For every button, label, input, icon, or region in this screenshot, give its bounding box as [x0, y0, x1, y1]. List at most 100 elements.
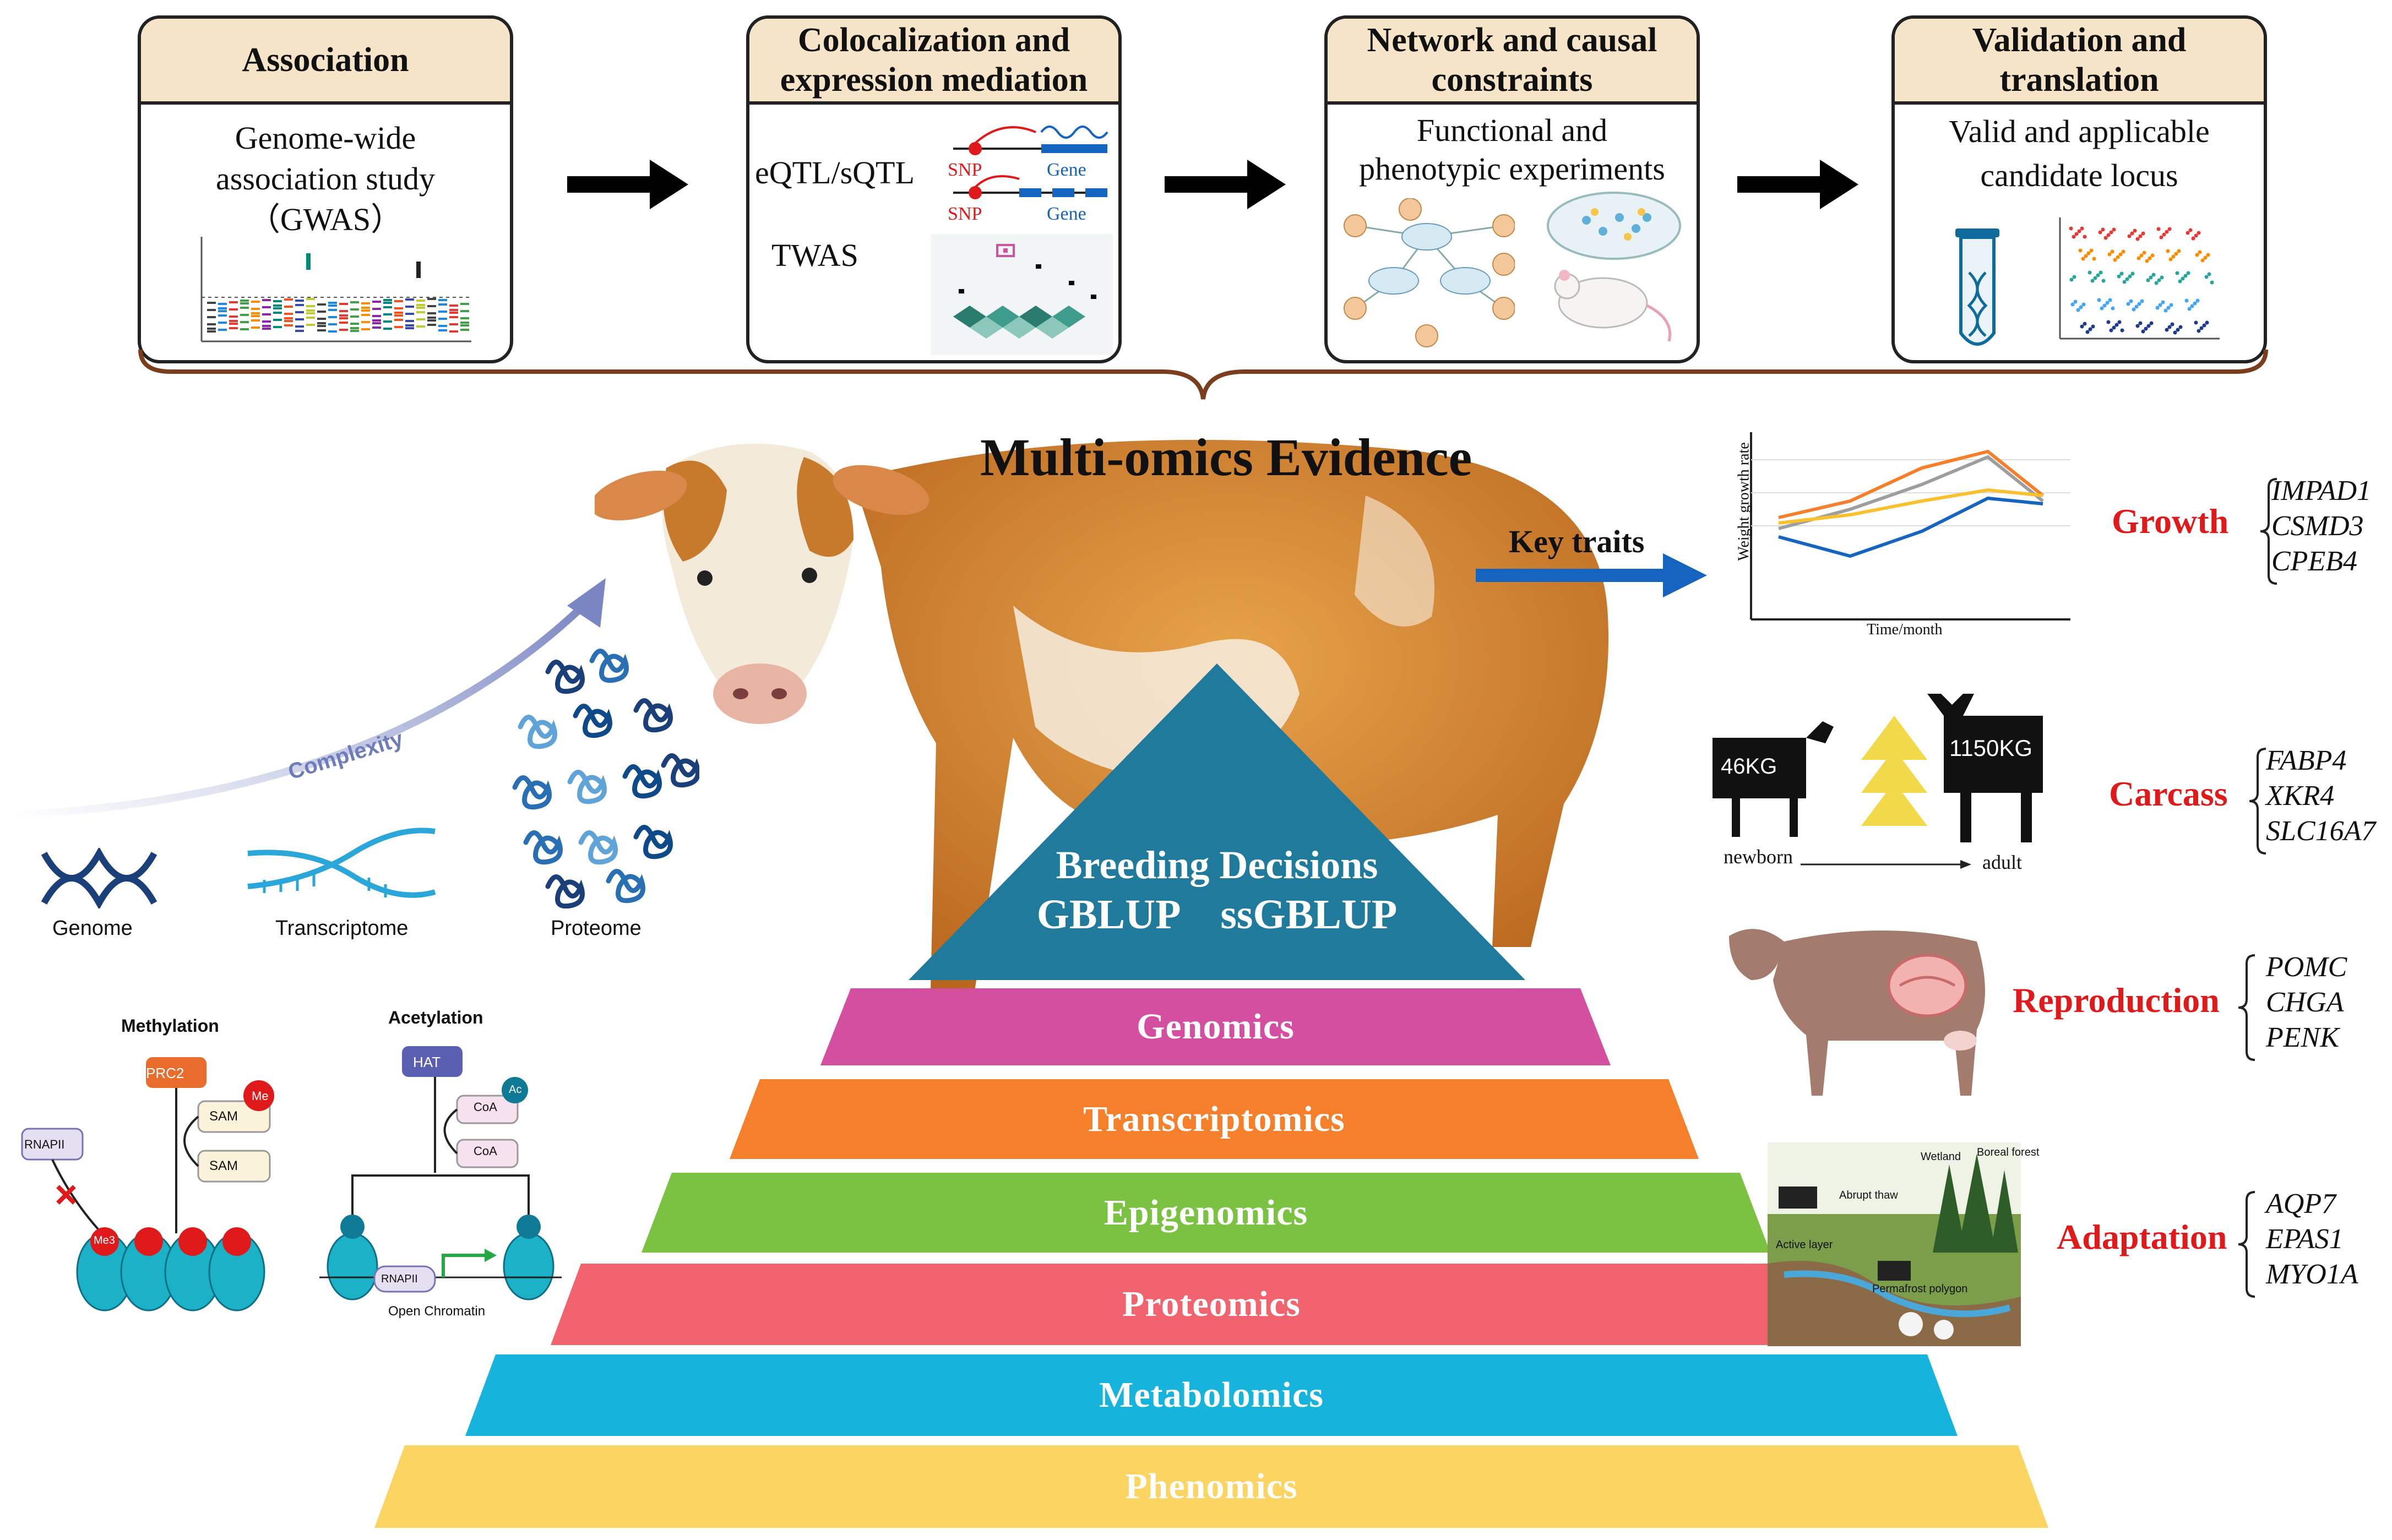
- step-line: association study: [216, 161, 435, 197]
- adaptation-landscape: [1768, 1142, 2021, 1346]
- gene-label: Gene: [1047, 160, 1086, 180]
- open-chromatin-label: Open Chromatin: [388, 1304, 486, 1319]
- arrow-right-icon: [567, 160, 688, 209]
- coa-label: CoA: [474, 1144, 497, 1158]
- apex-line-2: GBLUP ssGBLUP: [1036, 891, 1398, 938]
- trait-label: Reproduction: [2013, 981, 2220, 1020]
- gene-name: FABP4: [2266, 745, 2347, 776]
- gene-name: AQP7: [2266, 1188, 2336, 1220]
- step-title: Colocalization and expression mediation: [749, 19, 1118, 105]
- pyramid-layer-shape: [642, 1173, 1770, 1253]
- dna-icon: [41, 848, 157, 908]
- sam-label: SAM: [209, 1158, 238, 1173]
- trait-brace: [2249, 748, 2266, 855]
- gene-name: CSMD3: [2271, 510, 2364, 542]
- omics-icon-label: Proteome: [551, 917, 642, 940]
- step-line: Genome-wide: [235, 120, 416, 156]
- pyramid-layer-shape: [820, 988, 1611, 1065]
- gene-name: MYO1A: [2266, 1259, 2358, 1290]
- step-line: phenotypic experiments: [1359, 151, 1665, 187]
- locus-plot-icon: [2059, 217, 2220, 340]
- trait-brace: [2238, 1191, 2255, 1298]
- step-title: Validation and translation: [1895, 19, 2264, 105]
- growth-xlabel: Time/month: [1867, 621, 1943, 638]
- pyramid-layer-label: Metabolomics: [1099, 1375, 1324, 1415]
- pyramid-layer-shape: [551, 1264, 1872, 1345]
- prc2-label: PRC2: [146, 1065, 184, 1081]
- gene-name: PENK: [2266, 1022, 2339, 1053]
- pyramid-layer-label: Phenomics: [1125, 1466, 1298, 1506]
- complexity-arrow: [10, 578, 606, 819]
- arrow-right-icon: [1165, 160, 1286, 209]
- active-layer-label: Active layer: [1776, 1239, 1833, 1251]
- rna-icon: [247, 828, 436, 898]
- pyramid-apex: [909, 663, 1525, 980]
- sam-label: SAM: [209, 1109, 238, 1124]
- petri-dish-mouse-icon: [1547, 192, 1681, 342]
- multi-omics-title: Multi-omics Evidence: [980, 428, 1472, 487]
- coa-label: CoA: [474, 1100, 497, 1114]
- carcass-illustration: [1713, 694, 2043, 869]
- brace-connector: [138, 349, 2268, 400]
- manhattan-plot-icon: [200, 237, 471, 342]
- boreal-label: Boreal forest: [1977, 1146, 2040, 1158]
- trait-label: Carcass: [2109, 774, 2228, 813]
- rnapii-label: RNAPII: [381, 1273, 418, 1285]
- reproduction-cow-icon: [1729, 929, 1985, 1096]
- gene-name: IMPAD1: [2271, 475, 2372, 507]
- twas-plot-icon: [931, 234, 1113, 355]
- step-colocalization: Colocalization and expression mediation …: [746, 15, 1122, 363]
- rnapii-label: RNAPII: [24, 1138, 65, 1151]
- snp-gene-diagram: [953, 126, 1108, 199]
- pyramid-layer-label: Proteomics: [1122, 1284, 1301, 1324]
- key-traits-arrow: [1476, 553, 1707, 597]
- me-label: Me: [252, 1089, 269, 1103]
- step-association: Association Genome-wide association stud…: [138, 15, 513, 363]
- gene-name: CHGA: [2266, 987, 2344, 1018]
- thaw-label: Abrupt thaw: [1839, 1189, 1898, 1201]
- step-line: Valid and applicable: [1949, 113, 2210, 149]
- pyramid-layer-label: Transcriptomics: [1083, 1098, 1345, 1139]
- methylation-diagram: [21, 1057, 274, 1312]
- eqtl-label: eQTL/sQTL: [755, 155, 915, 191]
- pyramid-layer-shape: [730, 1079, 1699, 1159]
- gene-name: XKR4: [2266, 780, 2335, 812]
- newborn-weight: 46KG: [1721, 754, 1777, 779]
- step-line: Functional and: [1416, 112, 1608, 148]
- apex-line-1: Breeding Decisions: [1056, 843, 1378, 887]
- newborn-label: newborn: [1724, 846, 1793, 868]
- acetylation-title: Acetylation: [388, 1008, 483, 1027]
- pyramid-layer-shape: [465, 1354, 1958, 1436]
- step-validation: Validation and translation Valid and app…: [1891, 15, 2267, 363]
- step-line: candidate locus: [1980, 157, 2178, 193]
- adult-label: adult: [1982, 851, 2022, 873]
- arrow-right-icon: [1737, 160, 1858, 209]
- step-network: Network and causal constraints Functiona…: [1324, 15, 1700, 363]
- gene-label: Gene: [1047, 204, 1086, 224]
- step-title: Association: [141, 19, 510, 105]
- step-line: （GWAS）: [248, 202, 403, 237]
- pyramid-layer-label: Genomics: [1137, 1006, 1295, 1047]
- twas-label: TWAS: [771, 237, 858, 273]
- pyramid-layer-label: Epigenomics: [1103, 1192, 1308, 1233]
- wetland-label: Wetland: [1921, 1151, 1961, 1163]
- gene-name: EPAS1: [2266, 1223, 2344, 1255]
- snp-label: SNP: [948, 160, 982, 180]
- trait-label: Adaptation: [2057, 1217, 2227, 1256]
- ac-label: Ac: [509, 1084, 522, 1096]
- gene-name: POMC: [2266, 951, 2347, 983]
- permafrost-label: Permafrost polygon: [1872, 1283, 1968, 1295]
- pyramid-layer-shape: [374, 1445, 2048, 1528]
- key-traits-label: Key traits: [1509, 524, 1645, 559]
- growth-ylabel: Weight growth rate: [1735, 442, 1753, 561]
- hat-label: HAT: [413, 1054, 441, 1070]
- trait-label: Growth: [2112, 502, 2229, 541]
- trait-brace: [2260, 478, 2277, 585]
- trait-brace: [2238, 954, 2255, 1061]
- step-title: Network and causal constraints: [1328, 19, 1697, 105]
- methylation-title: Methylation: [121, 1016, 219, 1036]
- gene-list: POMC CHGA PENK: [2266, 950, 2347, 1055]
- gene-name: SLC16A7: [2266, 815, 2376, 847]
